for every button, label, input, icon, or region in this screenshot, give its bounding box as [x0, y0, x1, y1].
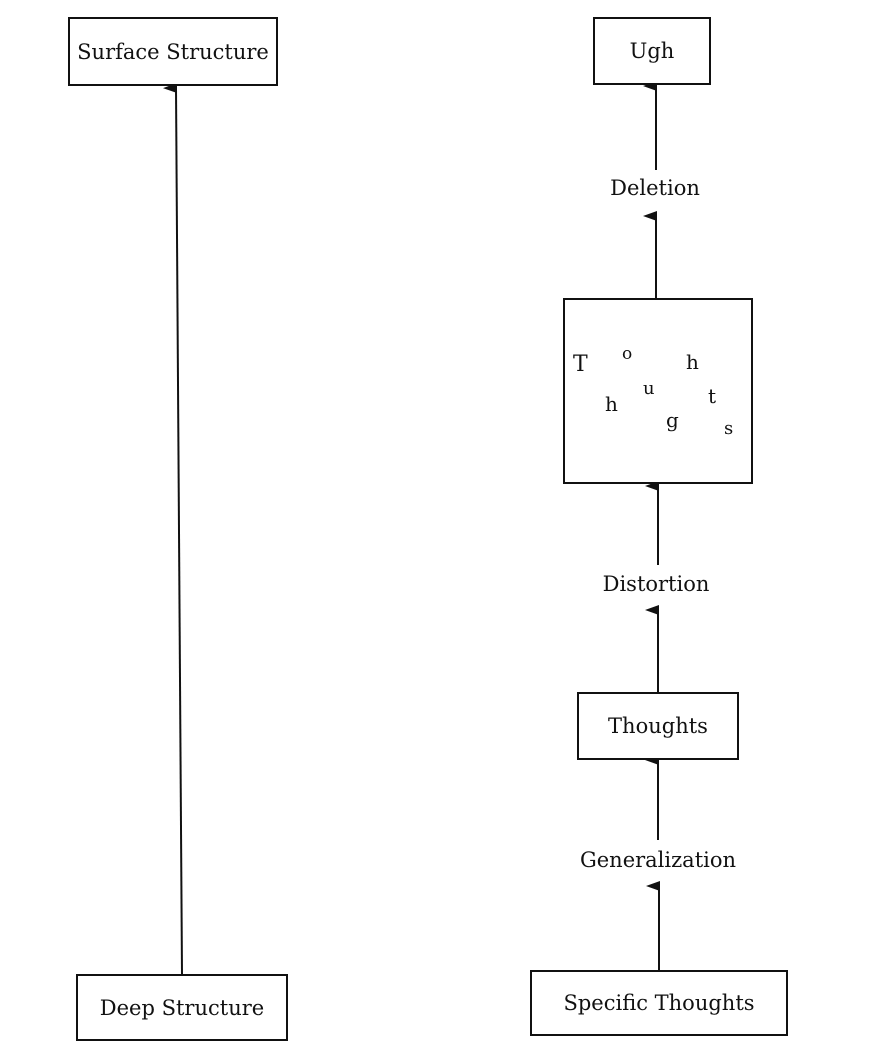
specific-thoughts-label: Specific Thoughts	[563, 991, 755, 1015]
thoughts-label: Thoughts	[608, 714, 708, 738]
deletion-label: Deletion	[608, 176, 702, 200]
scrambled-letter: h	[605, 392, 618, 416]
specific-thoughts-box: Specific Thoughts	[530, 970, 788, 1036]
scrambled-letter: T	[573, 352, 588, 377]
scrambled-letter: o	[622, 344, 633, 364]
deep-to-surface-arrow	[163, 82, 183, 976]
scrambled-letter: g	[666, 408, 679, 432]
scrambled-letter: h	[686, 350, 699, 374]
distortion-label: Distortion	[600, 572, 712, 596]
scrambled-letter: u	[643, 378, 655, 399]
ugh-label: Ugh	[629, 39, 675, 63]
thoughts-box: Thoughts	[577, 692, 739, 760]
surface-structure-box: Surface Structure	[68, 17, 278, 86]
ugh-box: Ugh	[593, 17, 711, 85]
scrambled-letter: s	[724, 418, 734, 439]
generalization-label: Generalization	[577, 848, 739, 872]
scrambled-thoughts-box: T o h u h t g s	[563, 298, 753, 484]
scrambled-letter: t	[708, 384, 717, 408]
deep-structure-box: Deep Structure	[76, 974, 288, 1041]
deep-structure-label: Deep Structure	[99, 995, 265, 1020]
surface-structure-label: Surface Structure	[77, 39, 269, 64]
